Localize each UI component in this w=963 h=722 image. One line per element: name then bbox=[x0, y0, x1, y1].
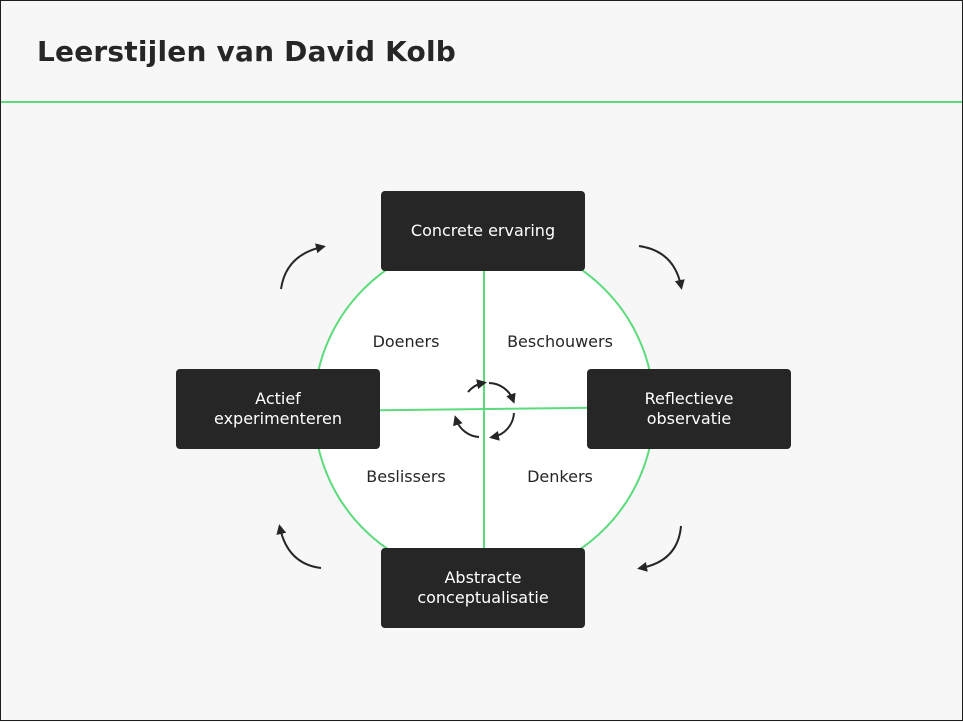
stage-reflective-observation: Reflectieve observatie bbox=[587, 369, 791, 449]
center-cycle-icon bbox=[453, 379, 516, 441]
arrow-bottom-right bbox=[637, 525, 682, 572]
stage-concrete-experience: Concrete ervaring bbox=[381, 191, 585, 271]
stage-label: Abstracte conceptualisatie bbox=[417, 568, 549, 607]
stage-label: Actief experimenteren bbox=[214, 389, 342, 428]
style-label-denkers: Denkers bbox=[527, 467, 593, 486]
header: Leerstijlen van David Kolb bbox=[1, 1, 962, 103]
stage-abstract-conceptualization: Abstracte conceptualisatie bbox=[381, 548, 585, 628]
style-label-beslissers: Beslissers bbox=[366, 467, 446, 486]
page-title: Leerstijlen van David Kolb bbox=[37, 35, 457, 68]
stage-label: Reflectieve observatie bbox=[644, 389, 734, 428]
arrow-bottom-left bbox=[276, 524, 322, 569]
style-label-doeners: Doeners bbox=[372, 332, 440, 351]
arrow-top-left bbox=[280, 243, 326, 290]
outer-arrows bbox=[276, 243, 685, 572]
stage-active-experimentation: Actief experimenteren bbox=[176, 369, 380, 449]
arrow-top-right bbox=[638, 245, 685, 290]
style-label-beschouwers: Beschouwers bbox=[507, 332, 613, 351]
stage-label: Concrete ervaring bbox=[410, 221, 556, 240]
